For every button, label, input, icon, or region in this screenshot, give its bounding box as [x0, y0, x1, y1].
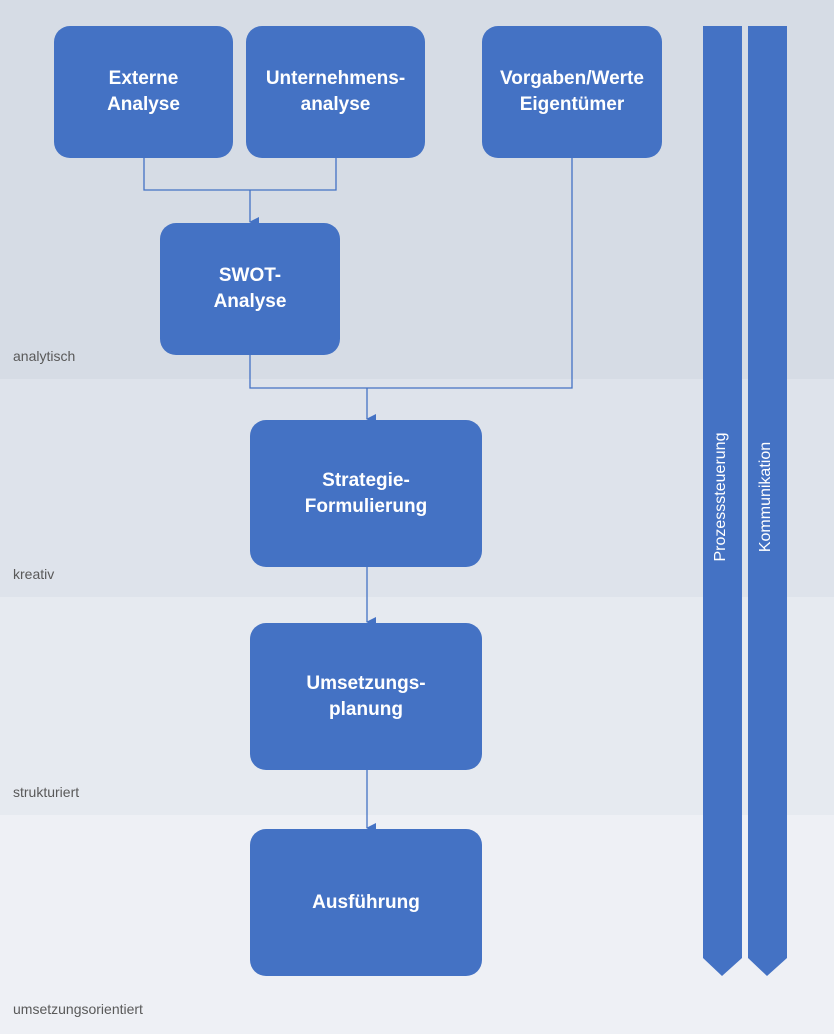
swot-line2: Analyse — [213, 291, 287, 312]
unternehmen-line1: Unternehmens- — [265, 68, 406, 89]
band-label-umsetzungsorientiert: umsetzungsorientiert — [13, 1001, 143, 1017]
strategie-line1: Strategie- — [322, 469, 410, 491]
ausfuehrung-line1: Ausführung — [312, 891, 420, 913]
externe-line1: Externe — [108, 68, 179, 89]
unternehmen-line2: analyse — [300, 94, 371, 115]
unternehmensanalyse-box: Unternehmens-analyse — [246, 26, 425, 158]
swot-line1: SWOT- — [218, 265, 282, 286]
prozesssteuerung-label: Prozesssteuerung — [712, 432, 729, 562]
kommunikation-label: Kommunikation — [757, 441, 774, 553]
band-label-strukturiert: strukturiert — [13, 784, 80, 800]
connector-externe-to-swot — [143, 158, 337, 191]
band-label-kreativ: kreativ — [13, 566, 55, 582]
externe-line2: Analyse — [107, 94, 180, 115]
strategie-formulierung-box: Strategie- Formulierung — [250, 420, 482, 567]
swot-analyse-box: SWOT- Analyse — [160, 223, 340, 355]
kommunikation-arrow — [748, 26, 787, 976]
prozesssteuerung-arrow — [703, 26, 742, 976]
vorgaben-line2: Eigentümer — [519, 94, 625, 115]
umsetzung-line1: Umsetzungs- — [306, 672, 426, 694]
strategie-line2: Formulierung — [304, 495, 428, 517]
vorgaben-line1: Vorgaben/Werte — [500, 68, 644, 89]
ausfuehrung-box: Ausführung — [250, 829, 482, 976]
umsetzung-line2: planung — [329, 698, 403, 720]
connector-swot-vorgaben-merge — [249, 158, 573, 389]
umsetzungsplanung-box: Umsetzungs-planung — [250, 623, 482, 770]
band-label-analytisch: analytisch — [13, 348, 76, 364]
